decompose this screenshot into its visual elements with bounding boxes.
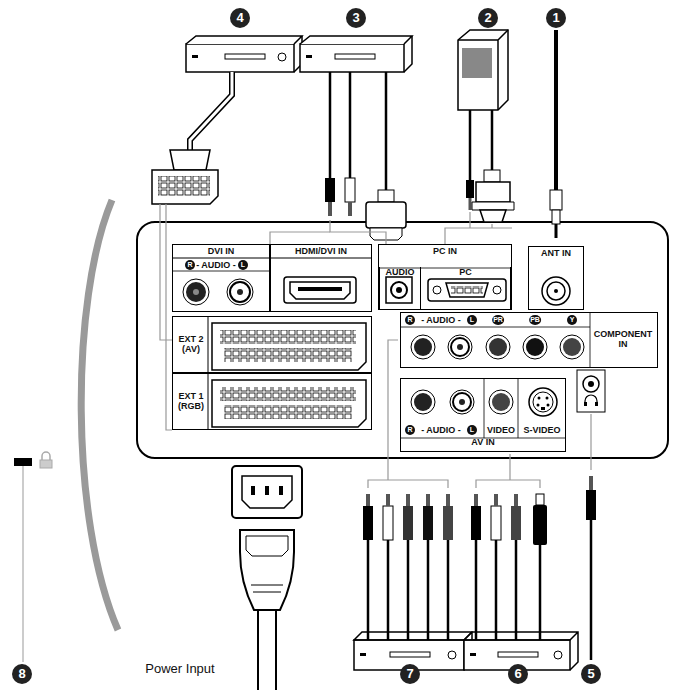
port-label: DVI IN — [208, 247, 235, 257]
signal-label: R — [405, 315, 415, 325]
av-jacks — [411, 388, 557, 416]
port-label: EXT 1 (RGB) — [174, 392, 208, 412]
signal-label: L — [467, 425, 477, 435]
antenna-jack — [542, 277, 570, 305]
signal-label: VIDEO — [487, 425, 515, 435]
port-group: HDMI/DVI IN — [270, 244, 372, 312]
leader-line — [368, 340, 448, 488]
av-plugs — [471, 494, 547, 545]
headphone-plug — [586, 414, 596, 660]
caption-label: Power Input — [145, 661, 214, 676]
port-label: AUDIO — [386, 268, 415, 278]
scart-port: EXT 1 (RGB) — [172, 373, 372, 430]
callout-number: 5 — [581, 664, 601, 684]
scart-plug — [152, 150, 218, 204]
signal-label: - AUDIO - — [421, 425, 461, 435]
callout-number: 3 — [346, 8, 366, 28]
leader-line — [23, 466, 24, 662]
port-label: AV IN — [471, 438, 494, 448]
scart-sockets — [212, 323, 366, 427]
scart-port: EXT 2 (AV) — [172, 316, 372, 373]
component-plugs — [363, 494, 453, 540]
callout-number: 1 — [546, 8, 566, 28]
component-jacks — [411, 335, 584, 359]
leader-line — [330, 220, 386, 244]
antenna-cable — [550, 30, 562, 238]
power-plug — [240, 530, 294, 690]
power-socket — [232, 466, 302, 518]
headphone-jack — [577, 370, 605, 412]
kensington-slot — [14, 458, 32, 466]
signal-label: S-VIDEO — [523, 425, 560, 435]
lock-icon — [40, 452, 52, 468]
port-label: HDMI/DVI IN — [295, 247, 347, 257]
port-group: PC IN AUDIO PC — [378, 244, 512, 310]
device-2 — [458, 30, 508, 110]
signal-label: PR — [492, 315, 504, 325]
signal-label: L — [238, 260, 248, 270]
signal-label: R — [405, 425, 415, 435]
port-label: PC — [459, 268, 472, 278]
port-cell: PC — [420, 267, 511, 309]
port-group: DVI IN — [172, 244, 270, 312]
port-group: AV IN — [400, 378, 566, 452]
port-label: ANT IN — [541, 249, 571, 259]
security-cable — [81, 200, 118, 630]
signal-label: Y — [567, 315, 577, 325]
signal-label: PB — [529, 315, 541, 325]
port-label: COMPONENT IN — [591, 330, 655, 350]
port-label: PC IN — [433, 247, 457, 257]
callout-number: 7 — [400, 664, 420, 684]
d-sub-port — [428, 279, 506, 301]
port-cell: AUDIO — [379, 267, 421, 309]
tv-rear-panel — [137, 222, 668, 458]
d-sub-plug — [472, 170, 514, 222]
callout-number: 6 — [508, 664, 528, 684]
signal-label: - AUDIO - — [421, 315, 461, 325]
device-4 — [186, 36, 302, 72]
signal-label: L — [467, 315, 477, 325]
device-3 — [300, 36, 412, 72]
port-label: EXT 2 (AV) — [174, 335, 208, 355]
pc-audio-jack — [386, 277, 412, 303]
rca-jacks — [183, 279, 253, 305]
signal-label: R — [185, 260, 195, 270]
callout-number: 8 — [12, 664, 32, 684]
signal-label: - AUDIO - — [196, 260, 236, 270]
leader-line — [476, 454, 540, 488]
leader-line — [270, 232, 330, 244]
callout-number: 2 — [478, 8, 498, 28]
port-group: ANT IN — [528, 246, 584, 310]
rca-plugs — [325, 178, 355, 216]
leader-line — [160, 204, 172, 340]
callout-number: 4 — [230, 8, 250, 28]
hdmi-port — [284, 277, 356, 303]
leader-line — [445, 212, 512, 244]
